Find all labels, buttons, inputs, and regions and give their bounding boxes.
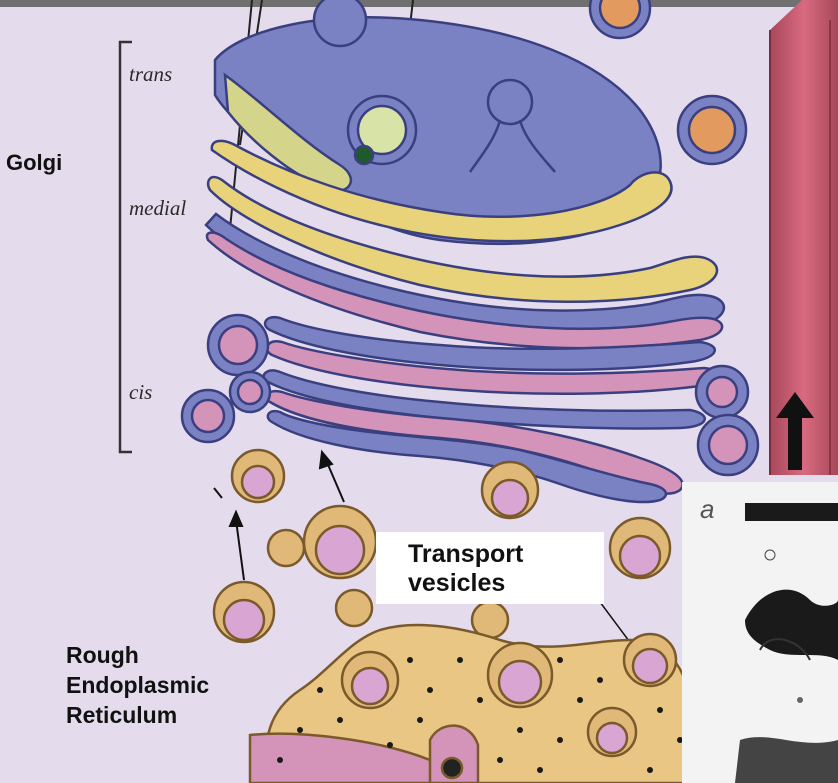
golgi-label: Golgi	[6, 150, 62, 176]
rough-er	[250, 625, 690, 783]
rough-er-label: Rough Endoplasmic Reticulum	[66, 640, 209, 730]
transport-label-line1: Transport	[408, 540, 604, 569]
golgi-stack	[206, 17, 724, 502]
cis-label: cis	[129, 380, 152, 405]
red-direction-arrow	[770, 0, 838, 475]
inset-panel-letter: a	[700, 494, 714, 525]
transport-vesicles-label: Transport vesicles	[376, 532, 604, 604]
micrograph-inset	[682, 482, 838, 783]
rer-label-line3: Reticulum	[66, 700, 209, 730]
rer-label-line2: Endoplasmic	[66, 670, 209, 700]
top-strip	[0, 0, 838, 7]
transport-label-line2: vesicles	[408, 569, 604, 598]
trans-label: trans	[129, 62, 172, 87]
rer-label-line1: Rough	[66, 640, 209, 670]
medial-label: medial	[129, 196, 186, 221]
